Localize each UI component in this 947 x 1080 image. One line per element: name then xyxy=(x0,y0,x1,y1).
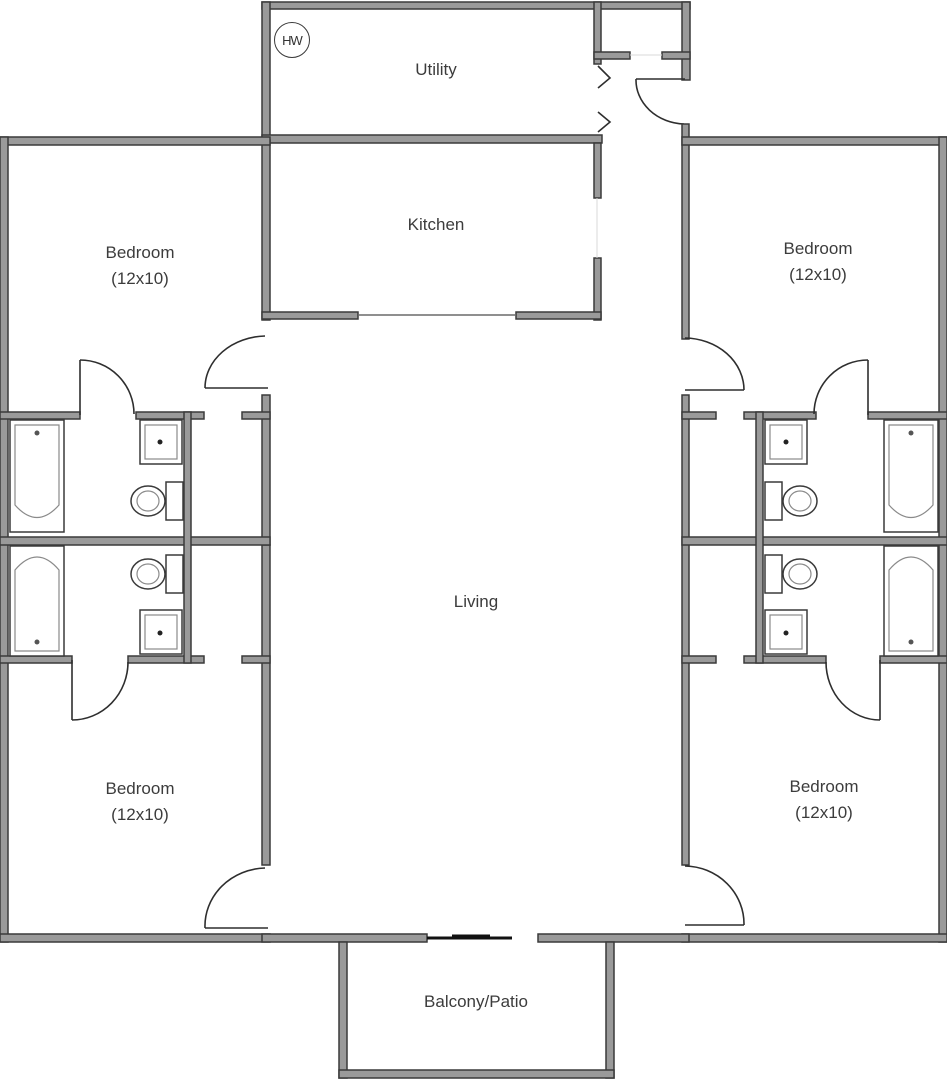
room-name: Utility xyxy=(415,60,457,79)
right-bath-fixtures xyxy=(764,419,939,657)
room-label-bedroom-top-left: Bedroom (12x10) xyxy=(106,240,175,292)
right-wing-walls xyxy=(681,136,947,943)
room-size: (12x10) xyxy=(111,269,169,288)
room-label-bedroom-bottom-left: Bedroom (12x10) xyxy=(106,776,175,828)
room-name: Bedroom xyxy=(105,779,175,798)
living-walls xyxy=(261,123,690,866)
room-name: Bedroom xyxy=(783,239,853,258)
utility-walls xyxy=(261,1,691,144)
room-label-utility: Utility xyxy=(415,57,457,83)
living-bottom-wall xyxy=(261,933,690,943)
water-heater-icon: HW xyxy=(274,22,310,58)
room-label-bedroom-top-right: Bedroom (12x10) xyxy=(784,236,853,288)
room-label-bedroom-bottom-right: Bedroom (12x10) xyxy=(790,774,859,826)
left-bath-fixtures xyxy=(9,419,184,657)
room-label-living: Living xyxy=(454,589,498,615)
room-name: Bedroom xyxy=(105,243,175,262)
room-label-kitchen: Kitchen xyxy=(408,212,465,238)
room-name: Living xyxy=(453,592,499,611)
balcony-walls xyxy=(338,941,615,1079)
room-name: Kitchen xyxy=(407,215,465,234)
room-label-balcony: Balcony/Patio xyxy=(424,989,528,1015)
room-size: (12x10) xyxy=(111,805,169,824)
room-size: (12x10) xyxy=(789,265,847,284)
room-name: Bedroom xyxy=(789,777,859,796)
left-wing-walls xyxy=(0,136,271,943)
room-name: Balcony/Patio xyxy=(424,992,528,1011)
room-size: (12x10) xyxy=(795,803,853,822)
